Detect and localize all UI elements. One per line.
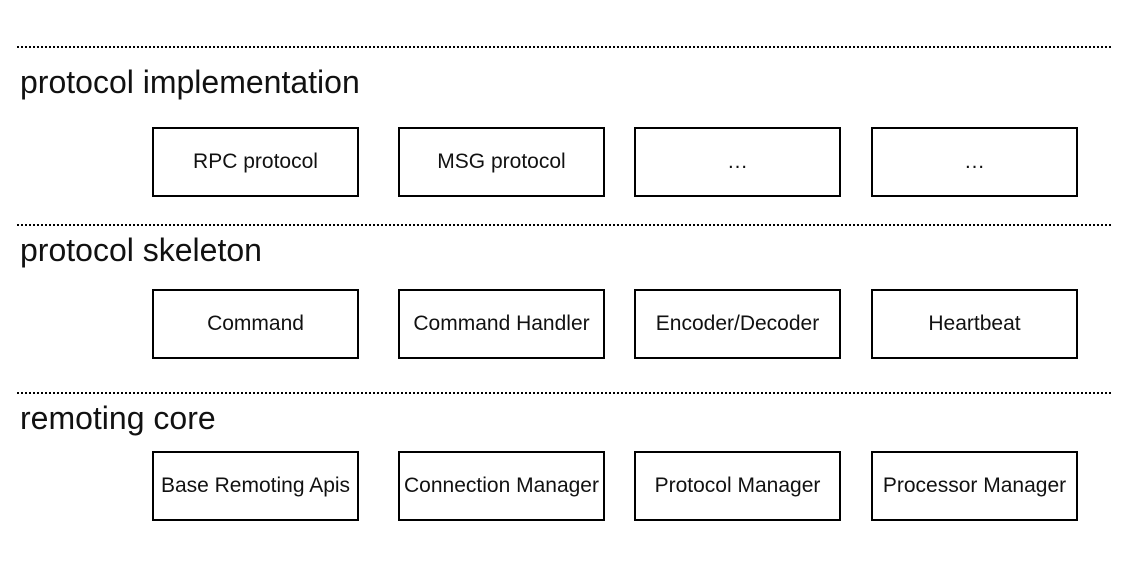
box-protocol-manager: Protocol Manager (634, 451, 841, 521)
box-ellipsis-2: … (871, 127, 1078, 197)
layer-divider (17, 392, 1113, 394)
box-connection-manager: Connection Manager (398, 451, 605, 521)
box-msg-protocol: MSG protocol (398, 127, 605, 197)
layer-divider (17, 224, 1113, 226)
box-command: Command (152, 289, 359, 359)
box-rpc-protocol: RPC protocol (152, 127, 359, 197)
box-ellipsis-1: … (634, 127, 841, 197)
box-heartbeat: Heartbeat (871, 289, 1078, 359)
layer-title-protocol-implementation: protocol implementation (20, 64, 360, 100)
layer-divider (17, 46, 1113, 48)
layer-title-protocol-skeleton: protocol skeleton (20, 232, 262, 268)
box-encoder-decoder: Encoder/Decoder (634, 289, 841, 359)
box-processor-manager: Processor Manager (871, 451, 1078, 521)
box-command-handler: Command Handler (398, 289, 605, 359)
layer-title-remoting-core: remoting core (20, 400, 216, 436)
box-base-remoting-apis: Base Remoting Apis (152, 451, 359, 521)
